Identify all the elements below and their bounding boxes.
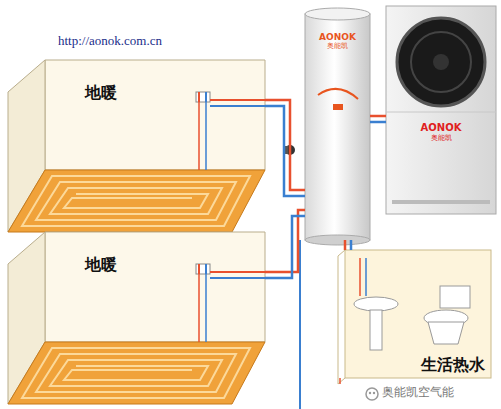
floor-heating-room: 地暖 bbox=[45, 60, 265, 170]
pipe-line bbox=[265, 106, 305, 196]
water-tank bbox=[305, 14, 370, 240]
pipe-line bbox=[350, 240, 353, 250]
pipe-line bbox=[370, 115, 386, 118]
supply-pipes bbox=[299, 240, 301, 409]
heat-pump-unit bbox=[392, 200, 490, 204]
pipe-connector bbox=[265, 100, 305, 196]
water-tank: AONOK奥能凯 bbox=[305, 14, 370, 240]
node-title: AONOK bbox=[421, 122, 462, 134]
water-tank bbox=[305, 8, 370, 245]
heat-pump-unit bbox=[397, 18, 485, 106]
website-url: http://aonok.com.cn bbox=[58, 34, 162, 49]
pipe-line bbox=[265, 216, 305, 278]
node-title: 生活热水 bbox=[421, 356, 485, 374]
watermark-icon bbox=[366, 388, 378, 400]
pipe-connector bbox=[265, 210, 305, 278]
watermark: 奥能凯空气能 bbox=[382, 386, 454, 400]
supply-pipes bbox=[300, 240, 340, 409]
bathroom bbox=[370, 310, 382, 350]
bathroom bbox=[359, 258, 361, 296]
bathroom bbox=[345, 250, 491, 378]
node-subtitle: 奥能凯 bbox=[327, 42, 348, 50]
bathroom bbox=[338, 256, 339, 384]
water-tank bbox=[305, 8, 370, 20]
heat-pump-unit bbox=[411, 32, 471, 92]
water-tank bbox=[318, 89, 358, 99]
watermark-icon bbox=[373, 392, 375, 394]
label-holder: 奥能凯空气能 bbox=[382, 386, 454, 400]
water-tank bbox=[305, 235, 370, 245]
node-title: 地暖 bbox=[85, 256, 117, 274]
bathroom bbox=[354, 297, 398, 311]
pipe-line bbox=[344, 240, 347, 250]
bathroom bbox=[338, 378, 345, 384]
bathroom bbox=[338, 250, 491, 384]
pipe-line bbox=[265, 210, 305, 272]
bathroom bbox=[428, 322, 464, 344]
pipe-connector bbox=[345, 240, 351, 250]
label-holder: http://aonok.com.cn bbox=[58, 34, 162, 49]
heat-pump-unit bbox=[386, 112, 496, 113]
heat-pump-unit bbox=[386, 6, 496, 214]
upper-room bbox=[8, 60, 265, 232]
watermark-icon bbox=[366, 388, 378, 400]
heat-pump-unit: AONOK奥能凯 bbox=[386, 6, 496, 214]
watermark-icon bbox=[369, 392, 371, 394]
floor-heating-room: 地暖 bbox=[45, 232, 265, 342]
node-title: 地暖 bbox=[85, 84, 117, 102]
pipe-connector bbox=[370, 116, 386, 122]
heat-pump-unit bbox=[386, 6, 496, 214]
lower-room bbox=[8, 232, 265, 404]
bathroom bbox=[338, 250, 345, 256]
water-tank bbox=[333, 104, 343, 110]
bathroom bbox=[440, 286, 470, 308]
node-title: AONOK bbox=[319, 32, 356, 42]
node-subtitle: 奥能凯 bbox=[431, 134, 452, 142]
bathroom bbox=[365, 258, 367, 296]
supply-pipes bbox=[339, 378, 341, 384]
heat-pump-unit bbox=[433, 54, 449, 70]
bathroom: 生活热水 bbox=[345, 250, 491, 378]
pipe-line bbox=[370, 121, 386, 124]
